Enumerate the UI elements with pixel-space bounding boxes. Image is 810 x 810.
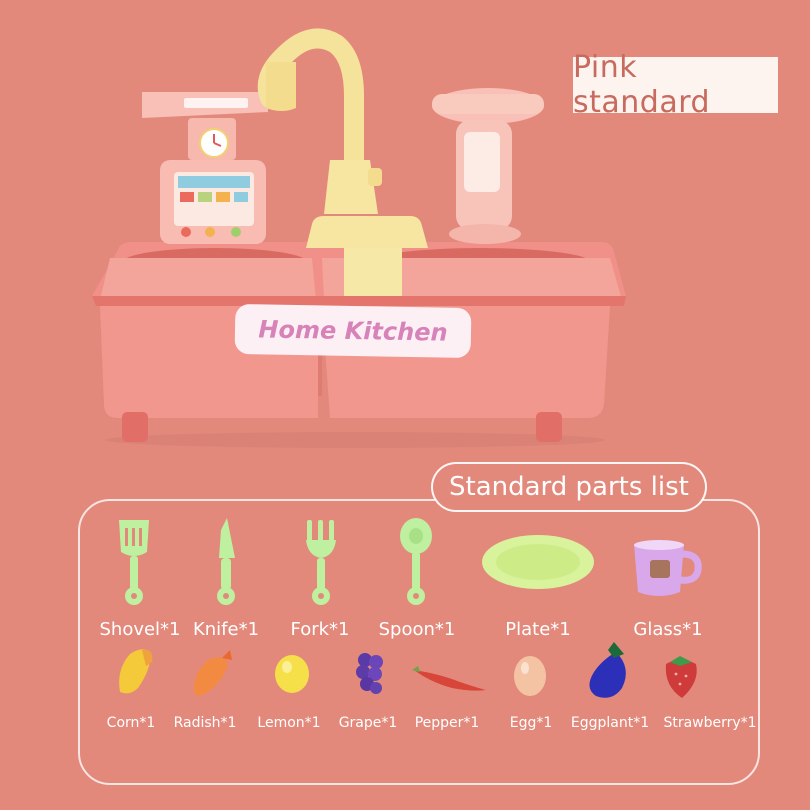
parts-list-title: Standard parts list	[431, 462, 707, 512]
fork-icon	[306, 520, 336, 605]
part-label-knife: Knife*1	[192, 619, 260, 640]
plate-icon	[482, 535, 594, 589]
part-label-corn: Corn*1	[106, 715, 156, 731]
grape-icon	[356, 653, 383, 694]
part-label-eggplant: Eggplant*1	[570, 715, 650, 731]
part-label-lemon: Lemon*1	[257, 715, 321, 731]
part-label-glass: Glass*1	[633, 619, 703, 640]
eggplant-icon	[589, 642, 626, 698]
lemon-icon	[275, 655, 309, 693]
sink-brand-text: Home Kitchen	[258, 315, 448, 347]
toy-sink-illustration	[92, 28, 626, 442]
shovel-icon	[119, 520, 149, 605]
part-label-pepper: Pepper*1	[414, 715, 480, 731]
part-label-shovel: Shovel*1	[99, 619, 181, 640]
egg-icon	[514, 656, 546, 696]
part-label-fork: Fork*1	[290, 619, 350, 640]
radish-icon	[193, 650, 232, 696]
variant-badge: Pink standard	[573, 50, 778, 120]
spoon-icon	[400, 518, 432, 605]
part-label-plate: Plate*1	[505, 619, 571, 640]
sink-front-label: Home Kitchen	[234, 303, 472, 359]
knife-icon	[217, 518, 235, 605]
pepper-icon	[412, 666, 486, 691]
part-label-strawberry: Strawberry*1	[663, 715, 757, 731]
part-label-spoon: Spoon*1	[378, 619, 456, 640]
parts-list-frame	[78, 499, 760, 785]
glass-icon	[634, 540, 702, 596]
strawberry-icon	[665, 656, 697, 698]
part-label-grape: Grape*1	[338, 715, 398, 731]
corn-icon	[119, 649, 153, 694]
variant-label: Pink standard	[573, 50, 711, 120]
part-label-radish: Radish*1	[173, 715, 237, 731]
part-label-egg: Egg*1	[509, 715, 553, 731]
